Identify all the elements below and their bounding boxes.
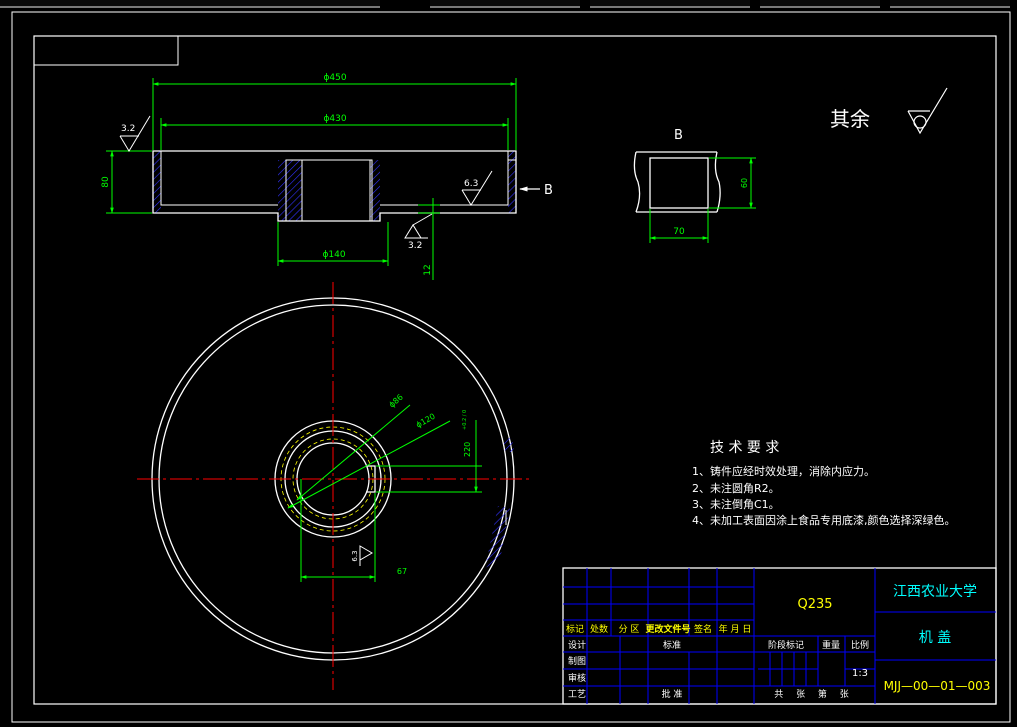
dim-d450-label: ϕ450	[323, 73, 346, 83]
material-label: Q235	[797, 597, 832, 612]
roughness-top-left-label: 3.2	[121, 124, 135, 134]
stage-label: 阶段标记	[768, 639, 804, 651]
window-top-strip	[0, 0, 1017, 8]
roughness-keyway-label: 6.3	[351, 550, 359, 561]
outer-frame	[11, 11, 1011, 723]
scale-label: 1:3	[852, 668, 868, 679]
roughness-bore-label: 3.2	[408, 241, 422, 251]
tech-line-1: 1、铸件应经时效处理，消除内应力。	[692, 464, 875, 478]
toolbar-field[interactable]	[0, 0, 380, 8]
toolbar-field[interactable]	[760, 0, 880, 8]
dim-d86-label: ϕ86	[387, 392, 405, 409]
dim-w67-label: 67	[397, 567, 407, 576]
ratio-label: 比例	[851, 639, 869, 651]
tech-requirements-title: 技 术 要 求	[710, 440, 779, 456]
dim-d140-label: ϕ140	[322, 250, 345, 260]
header-date: 年 月 日	[719, 623, 752, 635]
dim-d430-label: ϕ430	[323, 114, 346, 124]
drawing-number-label: MJJ—00—01—003	[884, 679, 991, 693]
toolbar-field[interactable]	[590, 0, 750, 8]
sheets-label: 共 张 第 张	[774, 688, 854, 700]
cad-drawing-canvas[interactable]: ϕ450 ϕ430 ϕ140 80 12 3.2 6.3 3.2 B B	[0, 8, 1017, 727]
section-view	[152, 150, 517, 222]
detail-b-label: B	[674, 128, 683, 143]
roughness-symbol-top-left	[119, 115, 151, 152]
dim-key-depth-label: 220	[463, 442, 472, 457]
header-count: 处数	[590, 623, 608, 635]
section-dimensions	[106, 78, 517, 280]
dim-h12-label: 12	[423, 264, 433, 275]
toolbar-field[interactable]	[430, 0, 580, 8]
dim-d120-label: ϕ120	[415, 412, 437, 430]
centerlines	[137, 282, 529, 690]
toolbar-field[interactable]	[890, 0, 1010, 8]
roughness-symbol-right	[461, 170, 493, 206]
part-name-label: 机 盖	[919, 630, 951, 646]
header-doc: 更改文件号	[645, 623, 690, 635]
tech-line-3: 3、未注倒角C1。	[692, 497, 780, 511]
detail-b-dimensions	[649, 157, 756, 243]
weight-label: 重量	[822, 639, 840, 651]
roughness-right-label: 6.3	[464, 179, 478, 189]
header-mark: 标记	[566, 623, 584, 635]
role-process: 工艺	[568, 689, 586, 700]
role-design: 设计	[568, 639, 586, 651]
tech-line-4: 4、未加工表面因涂上食品专用底漆,颜色选择深绿色。	[692, 513, 956, 527]
roughness-symbol-bore	[404, 213, 433, 239]
dim-h80-label: 80	[101, 176, 111, 188]
view-arrow-b-label: B	[544, 183, 553, 198]
dim-key-tolerance-label: +0.2 / 0	[462, 410, 468, 430]
title-block-grid	[562, 567, 997, 705]
standard-label: 标准	[663, 639, 681, 651]
approve-label: 批 准	[662, 688, 683, 700]
roughness-symbol-general	[907, 87, 948, 135]
plan-dimensions	[287, 404, 482, 582]
roughness-symbol-keyway	[359, 545, 373, 566]
tech-line-2: 2、未注圆角R2。	[692, 481, 780, 495]
header-zone: 分 区	[619, 624, 640, 635]
role-draw: 制图	[568, 655, 586, 667]
header-sign: 签名	[694, 623, 712, 635]
school-label: 江西农业大学	[893, 584, 977, 600]
surface-note-label: 其余	[830, 107, 870, 131]
detail-width-label: 70	[673, 227, 685, 237]
role-check: 审核	[568, 672, 586, 684]
detail-b-view	[633, 151, 721, 213]
detail-height-label: 60	[740, 178, 749, 188]
